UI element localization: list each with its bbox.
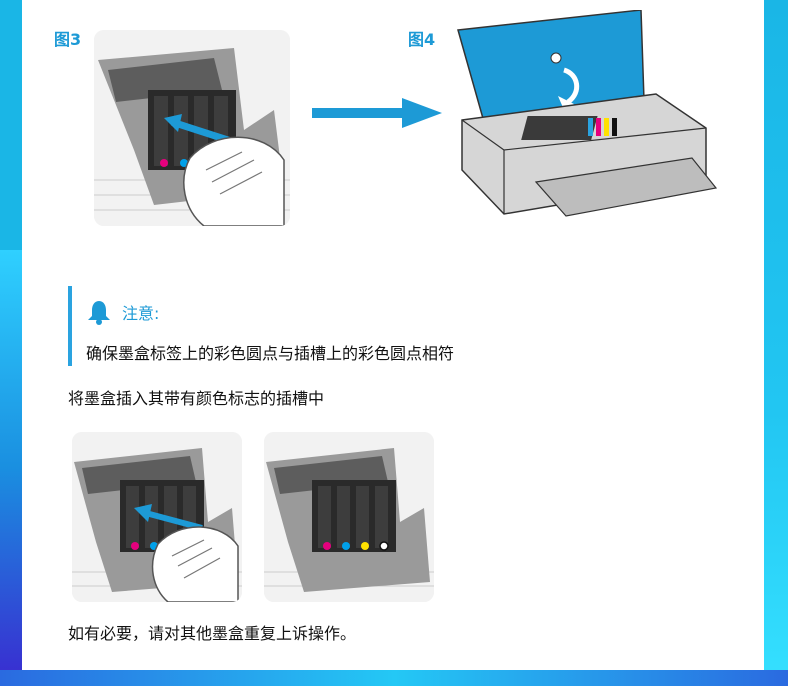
bottom-glow-decoration	[0, 670, 788, 686]
instruction-text: 将墨盒插入其带有颜色标志的插槽中	[68, 389, 325, 408]
footer-text: 如有必要，请对其他墨盒重复上诉操作。	[68, 624, 357, 643]
right-glow-decoration	[762, 0, 788, 686]
note-accent-bar	[68, 286, 72, 366]
figure-3-label: 图3	[54, 30, 82, 49]
installed-cartridges-image	[264, 432, 434, 602]
left-glow-decoration	[0, 250, 26, 686]
bell-icon	[88, 301, 110, 325]
figure-4-label: 图4	[408, 30, 436, 49]
note-text: 确保墨盒标签上的彩色圆点与插槽上的彩色圆点相符	[86, 344, 455, 363]
note-title: 注意:	[122, 304, 160, 323]
arrow-right-icon	[312, 98, 442, 128]
figure-3-image	[94, 30, 290, 226]
note-header: 注意:	[86, 299, 159, 325]
figure-4-image	[456, 10, 722, 232]
insert-cartridge-image	[72, 432, 242, 602]
